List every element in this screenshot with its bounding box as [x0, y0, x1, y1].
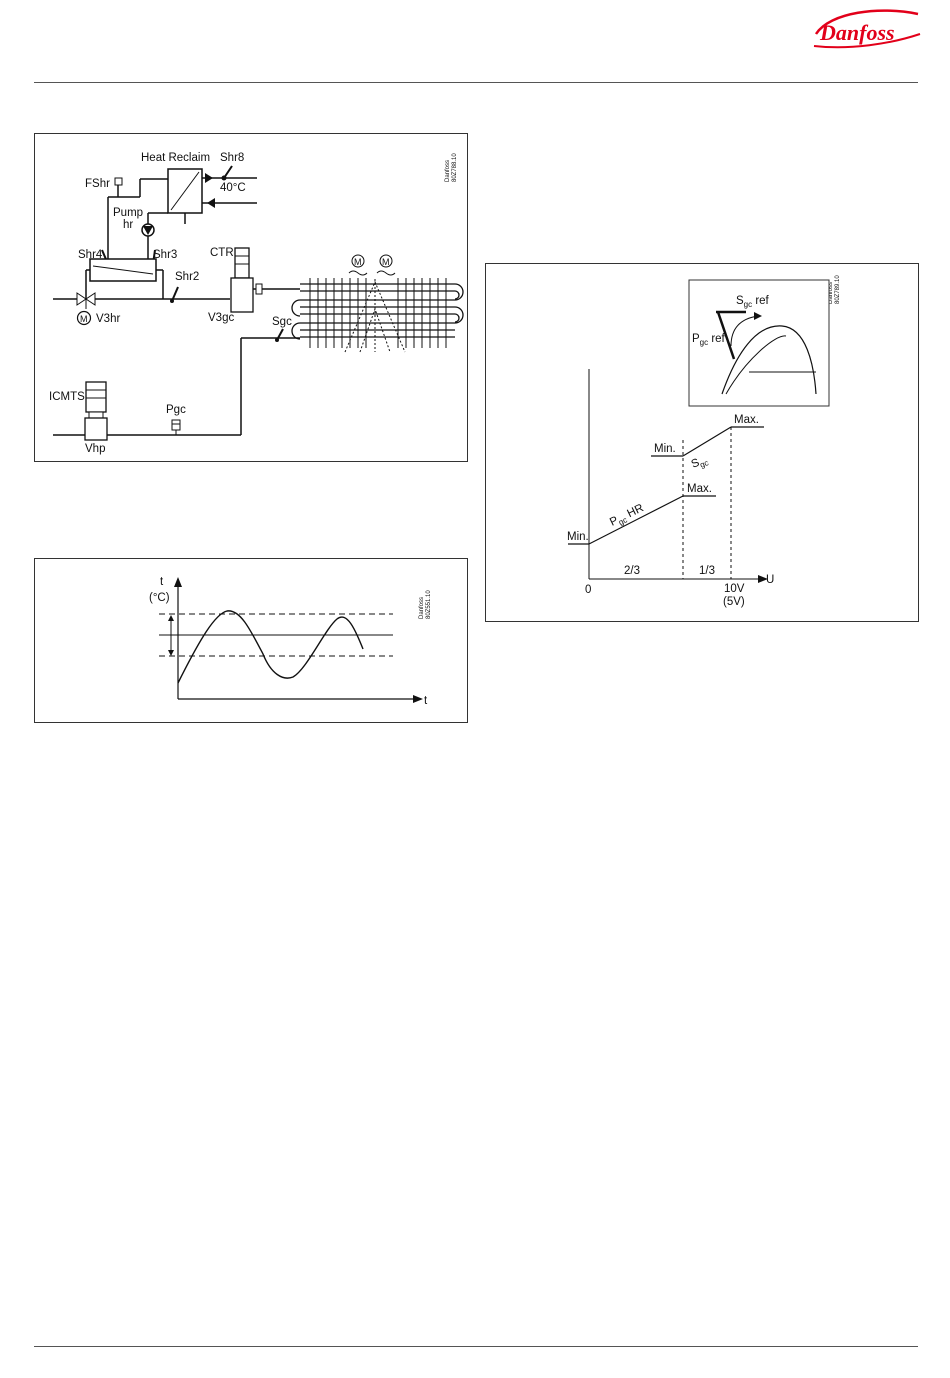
- sgc-label: Sgc: [690, 454, 710, 473]
- max-top-label: Max.: [734, 414, 759, 426]
- x-axis-label: t: [424, 695, 428, 707]
- u-axis-label: U: [766, 574, 774, 586]
- svg-text:M: M: [382, 257, 390, 267]
- ten-v-label: 10V: [724, 583, 745, 595]
- temperature-oscillation-diagram: Danfoss80Z551.10 t (°C) t: [34, 558, 468, 723]
- svg-text:M: M: [354, 257, 362, 267]
- icmts-label: ICMTS: [49, 391, 85, 403]
- header-rule: [34, 82, 918, 83]
- figure-code: Danfoss80Z551.10: [419, 590, 432, 619]
- fshr-label: FShr: [85, 178, 110, 190]
- setpoint-mapping-diagram: Danfoss80Z789.10 Sgc ref Pgc ref Min. Ma…: [485, 263, 919, 622]
- y-axis-label-2: (°C): [149, 592, 170, 604]
- vhp-label: Vhp: [85, 443, 105, 455]
- figure-code: Danfoss80Z789.10: [828, 275, 841, 304]
- max-mid-label: Max.: [687, 483, 712, 495]
- min-mid-label: Min.: [654, 443, 676, 455]
- five-v-label: (5V): [723, 596, 745, 608]
- pgc-hr-label: Pgc HR: [608, 502, 646, 530]
- two-thirds-label: 2/3: [624, 565, 640, 577]
- heat-reclaim-diagram: Danfoss80Z788.10 Heat Reclaim Shr8 40°C …: [34, 133, 468, 462]
- temp-label: 40°C: [220, 182, 246, 194]
- shr2-label: Shr2: [175, 271, 199, 283]
- zero-label: 0: [585, 584, 591, 596]
- v3hr-label: V3hr: [96, 313, 120, 325]
- pump-label-2: hr: [123, 219, 133, 231]
- one-third-label: 1/3: [699, 565, 715, 577]
- footer-rule: [34, 1346, 918, 1347]
- svg-text:M: M: [80, 314, 88, 324]
- pgc-ref-label: Pgc ref: [692, 333, 726, 347]
- figure-code: Danfoss80Z788.10: [445, 153, 458, 182]
- sgc-label: Sgc: [272, 316, 292, 328]
- pump-label-1: Pump: [113, 207, 143, 219]
- y-axis-label-1: t: [160, 576, 164, 588]
- shr8-label: Shr8: [220, 152, 244, 164]
- pgc-label: Pgc: [166, 404, 186, 416]
- min-low-label: Min.: [567, 531, 589, 543]
- v3gc-label: V3gc: [208, 312, 234, 324]
- ctr-label: CTR: [210, 247, 234, 259]
- heat-reclaim-label: Heat Reclaim: [141, 152, 210, 164]
- logo-text: Danfoss: [819, 20, 895, 45]
- danfoss-logo: Danfoss: [810, 4, 922, 52]
- sgc-ref-label: Sgc ref: [736, 295, 770, 309]
